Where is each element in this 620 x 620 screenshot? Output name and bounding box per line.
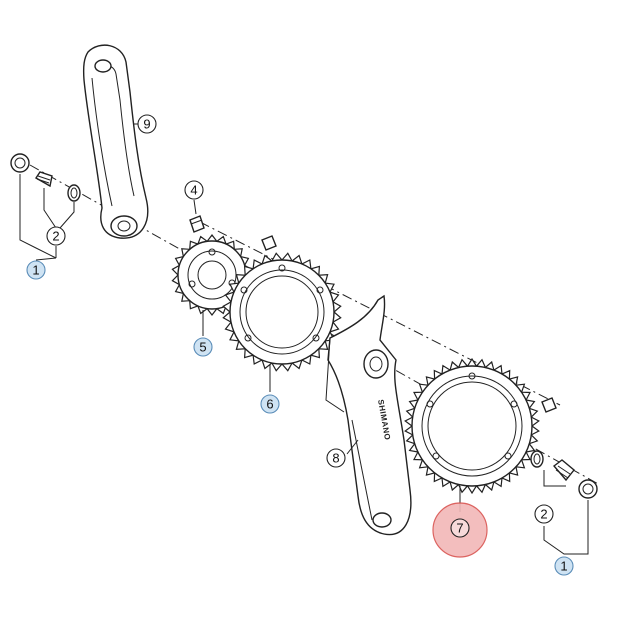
left-crank-bolt bbox=[35, 171, 53, 188]
left-washer bbox=[67, 184, 81, 202]
callout-2-right: 2 bbox=[534, 504, 554, 524]
callout-9: 9 bbox=[137, 114, 157, 134]
svg-text:5: 5 bbox=[199, 340, 206, 355]
callout-2-left: 2 bbox=[46, 226, 66, 246]
callout-leaders bbox=[19, 123, 589, 555]
callout-8: 8 bbox=[326, 448, 346, 468]
right-washer bbox=[530, 450, 544, 468]
svg-text:8: 8 bbox=[332, 451, 339, 466]
svg-text:6: 6 bbox=[266, 397, 273, 412]
right-chainring-nut bbox=[541, 397, 557, 413]
right-crank-bolt bbox=[552, 459, 575, 482]
svg-text:2: 2 bbox=[540, 507, 547, 522]
left-crank-cap bbox=[10, 153, 30, 173]
right-crank-arm: SHIMANO bbox=[325, 294, 412, 536]
callout-5: 5 bbox=[193, 337, 213, 357]
svg-text:4: 4 bbox=[190, 183, 197, 198]
callout-1-left: 1 bbox=[26, 260, 46, 280]
large-chainring bbox=[404, 357, 540, 495]
callout-7: 7 bbox=[432, 502, 488, 558]
right-crank-cap bbox=[578, 479, 598, 499]
callout-4: 4 bbox=[184, 180, 204, 200]
callout-1-right: 1 bbox=[554, 556, 574, 576]
svg-text:1: 1 bbox=[32, 263, 39, 278]
svg-text:9: 9 bbox=[143, 117, 150, 132]
svg-text:7: 7 bbox=[456, 521, 463, 536]
chainring-nut bbox=[261, 235, 277, 251]
svg-text:1: 1 bbox=[560, 559, 567, 574]
callout-6: 6 bbox=[260, 394, 280, 414]
small-chainring bbox=[171, 234, 253, 316]
middle-chainring bbox=[222, 252, 342, 372]
chainring-bolt bbox=[189, 215, 205, 233]
svg-text:2: 2 bbox=[52, 229, 59, 244]
left-crank-arm bbox=[82, 44, 149, 239]
